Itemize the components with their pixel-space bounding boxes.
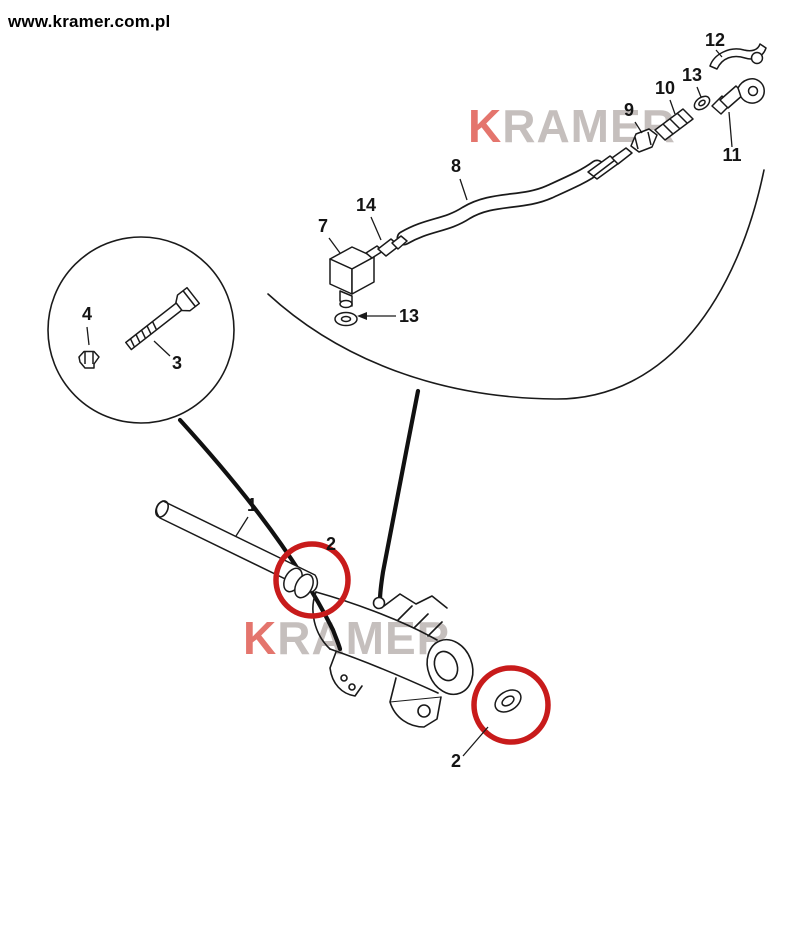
elbow-fitting-part11: [711, 78, 765, 115]
pivot-arm-body: [312, 591, 474, 728]
nut-part9: [630, 128, 658, 153]
watermark-kramer-bottom: KRAMER: [243, 612, 451, 664]
part-label-7: 7: [318, 216, 328, 236]
part-label-1: 1: [247, 495, 257, 515]
part-label-9: 9: [624, 100, 634, 120]
lever-handle-part12: [709, 43, 767, 70]
leader-lines: [86, 49, 733, 757]
part-label-13-mid: 13: [399, 306, 419, 326]
detail-circle-outline: [47, 236, 235, 424]
part-label-12: 12: [705, 30, 725, 50]
highlight-circle-part2-left: [273, 541, 351, 619]
part-label-13-top: 13: [682, 65, 702, 85]
part-label-4: 4: [82, 304, 92, 324]
leader-curve-from-hose-assembly: [377, 388, 421, 603]
washer-part13-lower: [334, 311, 358, 327]
hose-assembly-group: [329, 43, 767, 327]
part-label-11: 11: [722, 145, 741, 165]
part-label-14: 14: [356, 195, 376, 215]
hose-end-fitting: [587, 147, 633, 180]
lower-assembly-group: [155, 500, 551, 745]
hose-part8-body: [398, 161, 603, 244]
fittings-part14: [365, 235, 408, 259]
part-label-8: 8: [451, 156, 461, 176]
nut-part4: [78, 350, 100, 369]
washer-part13-upper: [693, 95, 711, 111]
assembly-boundary-arc: [267, 169, 765, 400]
detail-circle-group: [47, 236, 235, 424]
part-label-3: 3: [172, 353, 182, 373]
watermark-kramer-top: KRAMER: [468, 100, 676, 152]
part-label-10: 10: [655, 78, 675, 98]
arrowhead-part13: [357, 312, 367, 320]
sleeve-part10: [654, 108, 694, 141]
highlight-circle-part2-right: [471, 665, 551, 745]
part-label-2-right: 2: [451, 751, 461, 771]
part-label-2-left: 2: [326, 534, 336, 554]
site-url-text: www.kramer.com.pl: [8, 12, 171, 31]
washer-part2-right: [494, 689, 522, 713]
washer-part2-left: [283, 567, 314, 599]
fitting-block-part7: [329, 246, 375, 309]
bolt-part3: [125, 286, 201, 351]
